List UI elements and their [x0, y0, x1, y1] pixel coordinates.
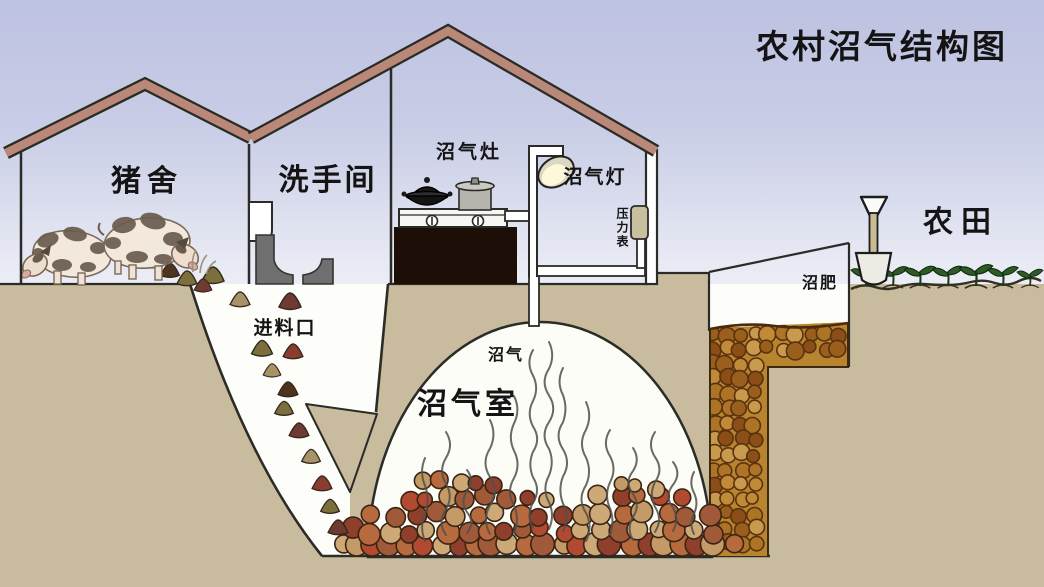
fertilizer-label: 沼肥 — [802, 273, 838, 292]
stove-icon — [398, 208, 508, 228]
farmland-label: 农田 — [922, 206, 999, 239]
floor-pipe — [528, 265, 646, 277]
pig-pen-label: 猪舍 — [111, 164, 183, 198]
stove-pipe — [504, 210, 532, 222]
gas-pipes — [504, 145, 646, 327]
pig-icon — [97, 212, 200, 281]
biogas-label: 沼气 — [488, 345, 524, 364]
page-title: 农村沼气结构图 — [756, 29, 1008, 66]
kitchen — [394, 177, 517, 284]
pressure-gauge-label: 压力表 — [615, 207, 629, 249]
toilet-fixture — [255, 234, 334, 285]
wok-icon — [401, 177, 453, 206]
counter — [394, 227, 517, 284]
roof — [3, 23, 660, 159]
grass-tuft — [191, 249, 217, 275]
biogas-stove-label: 沼气灶 — [436, 140, 502, 163]
manure-pile — [333, 470, 745, 557]
biogas-lamp-icon — [537, 155, 575, 189]
pot-icon — [455, 177, 495, 211]
farmland: 农田 — [850, 195, 1044, 291]
inlet-dome-wedge — [305, 403, 378, 493]
shovel-icon — [854, 195, 893, 286]
gas-squiggles — [421, 341, 698, 542]
gauge-pipe — [636, 237, 646, 269]
biogas-chamber-label: 沼气室 — [417, 387, 519, 421]
dome-riser-pipe — [528, 275, 540, 327]
lamp-post — [528, 145, 564, 277]
biogas-lamp-label: 沼气灯 — [563, 165, 626, 188]
feed-inlet-label: 进料口 — [253, 316, 316, 339]
feed-inlet-channel — [188, 283, 390, 557]
pressure-gauge-icon — [630, 205, 649, 240]
washroom-label: 洗手间 — [279, 164, 378, 197]
